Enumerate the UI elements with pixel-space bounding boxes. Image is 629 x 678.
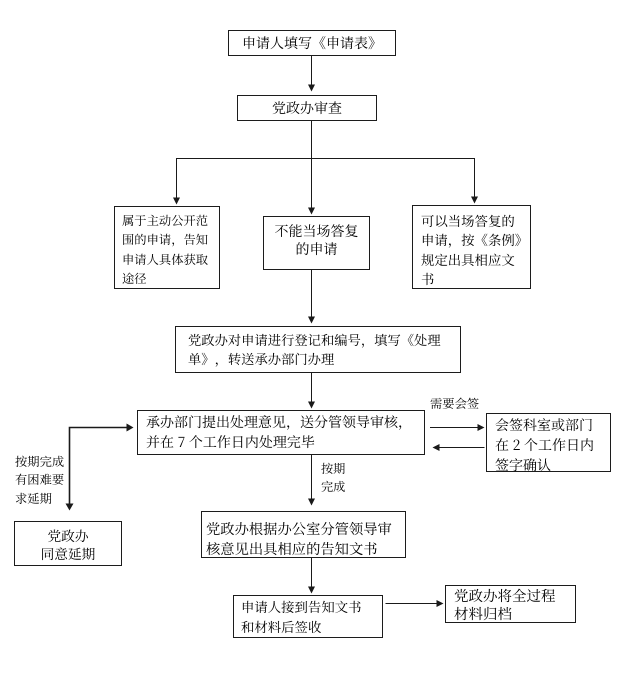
node-countersign-dept: 会签科室或部门 在 2 个工作日内 签字确认 bbox=[486, 413, 611, 475]
arrowhead bbox=[173, 197, 180, 205]
arrowhead bbox=[308, 498, 315, 506]
arrowhead bbox=[308, 84, 315, 92]
node-can-reply-onsite: 可以当场答复的 申请，按《条例》 规定出具相应文 书 bbox=[412, 205, 531, 289]
node-handling-department: 承办部门提出处理意见，送分管领导审核， 并在 7 个工作日内处理完毕 bbox=[137, 410, 425, 455]
node-fill-application-form: 申请人填写《申请表》 bbox=[228, 30, 396, 56]
arrowhead bbox=[471, 196, 478, 204]
node-cannot-reply-onsite: 不能当场答复 的申请 bbox=[263, 216, 370, 270]
node-office-review: 党政办审查 bbox=[237, 95, 377, 121]
arrowhead bbox=[308, 316, 315, 324]
edge-label-need-countersign: 需要会签 bbox=[430, 394, 480, 412]
arrowhead bbox=[432, 444, 440, 451]
edge-extension-elbow bbox=[68, 426, 127, 504]
node-issue-notice: 党政办根据办公室分管领导审 核意见出具相应的告知文书 bbox=[201, 511, 406, 559]
arrowhead bbox=[308, 586, 315, 594]
arrowhead bbox=[308, 401, 315, 409]
node-proactive-disclosure: 属于主动公开范 围的申请，告知 申请人具体获取 途径 bbox=[114, 206, 220, 289]
arrowhead bbox=[65, 503, 74, 511]
arrowhead bbox=[126, 423, 134, 432]
arrowhead bbox=[308, 207, 315, 215]
node-applicant-sign: 申请人接到告知文书 和材料后签收 bbox=[233, 595, 383, 638]
edge-label-on-time: 按期 完成 bbox=[321, 460, 346, 495]
node-archive-materials: 党政办将全过程 材料归档 bbox=[445, 585, 576, 623]
edge-label-extension-request: 按期完成 有困难要 求延期 bbox=[15, 452, 65, 507]
arrowhead bbox=[436, 600, 444, 607]
node-approve-extension: 党政办 同意延期 bbox=[14, 521, 122, 566]
node-register-and-number: 党政办对申请进行登记和编号，填写《处理 单》，转送承办部门办理 bbox=[175, 326, 461, 373]
arrowhead bbox=[477, 424, 485, 431]
edge-review-branch bbox=[176, 121, 475, 159]
